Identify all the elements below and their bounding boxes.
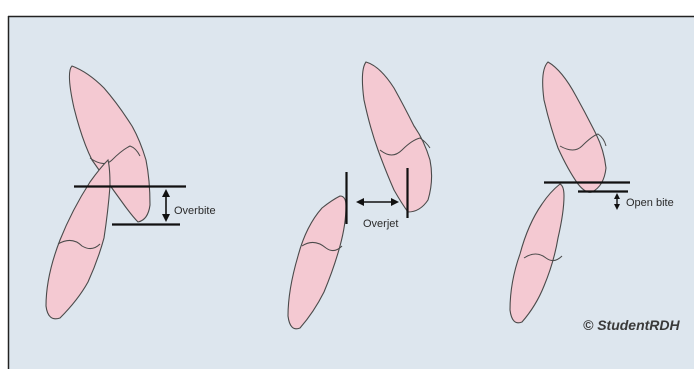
- open-bite-label: Open bite: [626, 197, 674, 209]
- copyright-watermark: © StudentRDH: [583, 317, 681, 333]
- overbite-label: Overbite: [174, 205, 216, 217]
- overjet-label: Overjet: [363, 218, 398, 230]
